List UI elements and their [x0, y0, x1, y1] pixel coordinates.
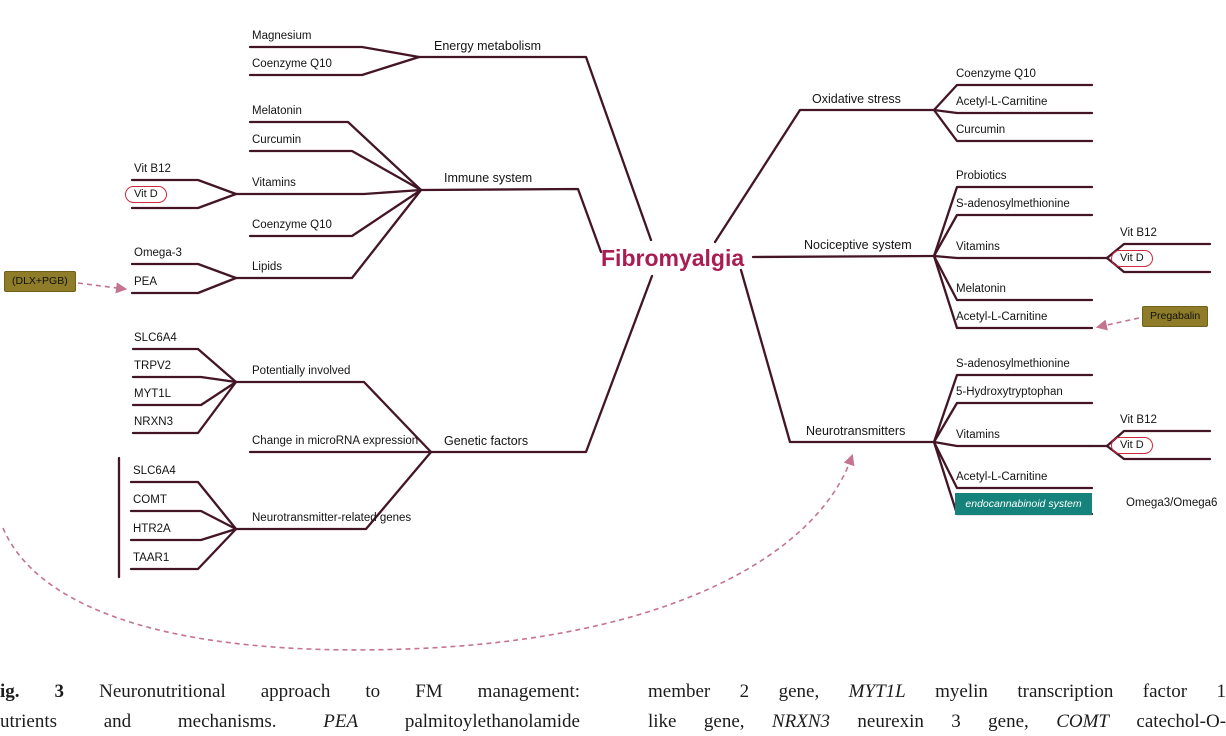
caption-right-column: member 2 gene, MYT1L myelin transcriptio… — [648, 677, 1226, 736]
node-omega3-omega6: Omega3/Omega6 — [1126, 497, 1218, 509]
caption-text: member 2 gene, — [648, 681, 820, 702]
node-nt-related-genes: Neurotransmitter-related genes — [252, 512, 412, 524]
node-lipids: Lipids — [252, 261, 283, 273]
node-vitd-nt-circled: Vit D — [1111, 437, 1153, 454]
node-htr2a: HTR2A — [133, 523, 171, 535]
endocannabinoid-box: endocannabinoid system — [955, 493, 1092, 515]
node-sam-nt: S-adenosylmethionine — [956, 358, 1070, 370]
caption-left-column: ig. 3 Neuronutritional approach to FM ma… — [0, 677, 580, 736]
node-myt1l: MYT1L — [134, 388, 172, 400]
node-taar1: TAAR1 — [133, 552, 170, 564]
dlx-pgb-box: (DLX+PGB) — [4, 271, 76, 292]
node-5-hydroxytryptophan: 5-Hydroxytryptophan — [956, 386, 1063, 398]
caption-gene-nrxn3: NRXN3 — [771, 711, 830, 732]
node-vitd-left-circled: Vit D — [125, 186, 167, 203]
caption-gene-pea: PEA — [323, 711, 359, 732]
node-acetyl-l-carnitine-ox: Acetyl-L-Carnitine — [956, 96, 1048, 108]
caption-fig-label: ig. 3 — [0, 681, 65, 702]
caption-text: myelin transcription factor 1 — [935, 681, 1226, 702]
left-branch-lines — [117, 45, 654, 579]
node-vitamins-nt: Vitamins — [956, 429, 1000, 441]
node-slc6a4-2: SLC6A4 — [133, 465, 176, 477]
node-vitd-noc-circled: Vit D — [1111, 250, 1153, 267]
node-omega3: Omega-3 — [134, 247, 182, 259]
node-coenzymeq10-ox: Coenzyme Q10 — [956, 68, 1036, 80]
branch-genetic-factors: Genetic factors — [444, 434, 529, 448]
node-vitamins-noc: Vitamins — [956, 241, 1000, 253]
node-melatonin-noc: Melatonin — [956, 283, 1006, 295]
branch-immune-system: Immune system — [444, 171, 533, 185]
node-vitamins-left: Vitamins — [252, 177, 296, 189]
node-vitb12-nt: Vit B12 — [1120, 414, 1157, 426]
node-acetyl-l-carnitine-nt: Acetyl-L-Carnitine — [956, 471, 1048, 483]
node-coenzymeq10-immune: Coenzyme Q10 — [252, 219, 332, 231]
node-trpv2: TRPV2 — [134, 360, 172, 372]
caption-left-line1: ig. 3 Neuronutritional approach to FM ma… — [0, 677, 580, 707]
branch-energy-metabolism: Energy metabolism — [434, 39, 541, 53]
dlx-pgb-to-pea-arrow — [77, 282, 128, 294]
genes-to-neurotransmitters-curve — [2, 453, 855, 651]
node-coenzymeq10-energy: Coenzyme Q10 — [252, 58, 332, 70]
branch-neurotransmitters: Neurotransmitters — [806, 424, 906, 438]
node-curcumin-left: Curcumin — [252, 134, 302, 146]
pregabalin-to-alc-arrow — [1095, 317, 1140, 331]
branch-oxidative-stress: Oxidative stress — [812, 92, 901, 106]
dashed-annotation-lines — [2, 282, 1140, 651]
caption-gene-myt1l: MYT1L — [848, 681, 906, 702]
branch-nociceptive-system: Nociceptive system — [804, 238, 912, 252]
node-pea: PEA — [134, 276, 158, 288]
node-curcumin-ox: Curcumin — [956, 124, 1006, 136]
node-vitb12-noc: Vit B12 — [1120, 227, 1157, 239]
center-topic: Fibromyalgia — [601, 245, 745, 271]
node-slc6a4-1: SLC6A4 — [134, 332, 177, 344]
node-microrna: Change in microRNA expression — [252, 435, 419, 447]
node-potentially-involved: Potentially involved — [252, 365, 351, 377]
node-nrxn3: NRXN3 — [134, 416, 173, 428]
caption-right-line1: member 2 gene, MYT1L myelin transcriptio… — [648, 677, 1226, 707]
node-magnesium: Magnesium — [252, 30, 312, 42]
caption-right-line2: like gene, NRXN3 neurexin 3 gene, COMT c… — [648, 707, 1226, 736]
caption-text: neurexin 3 gene, — [857, 711, 1029, 732]
node-comt: COMT — [133, 494, 167, 506]
caption-text: utrients and mechanisms. — [0, 711, 277, 732]
node-probiotics: Probiotics — [956, 170, 1007, 182]
node-melatonin-left: Melatonin — [252, 105, 302, 117]
caption-left-line2: utrients and mechanisms. PEA palmitoylet… — [0, 707, 580, 736]
node-vitb12-left: Vit B12 — [134, 163, 171, 175]
node-acetyl-l-carnitine-noc: Acetyl-L-Carnitine — [956, 311, 1048, 323]
node-sam-noc: S-adenosylmethionine — [956, 198, 1070, 210]
caption-text: Neuronutritional approach to FM manageme… — [99, 681, 581, 702]
caption-text: catechol-O- — [1136, 711, 1226, 732]
caption-text: palmitoylethanolamide — [404, 711, 580, 732]
pregabalin-box: Pregabalin — [1142, 306, 1209, 327]
caption-text: like gene, — [648, 711, 745, 732]
caption-gene-comt: COMT — [1056, 711, 1109, 732]
